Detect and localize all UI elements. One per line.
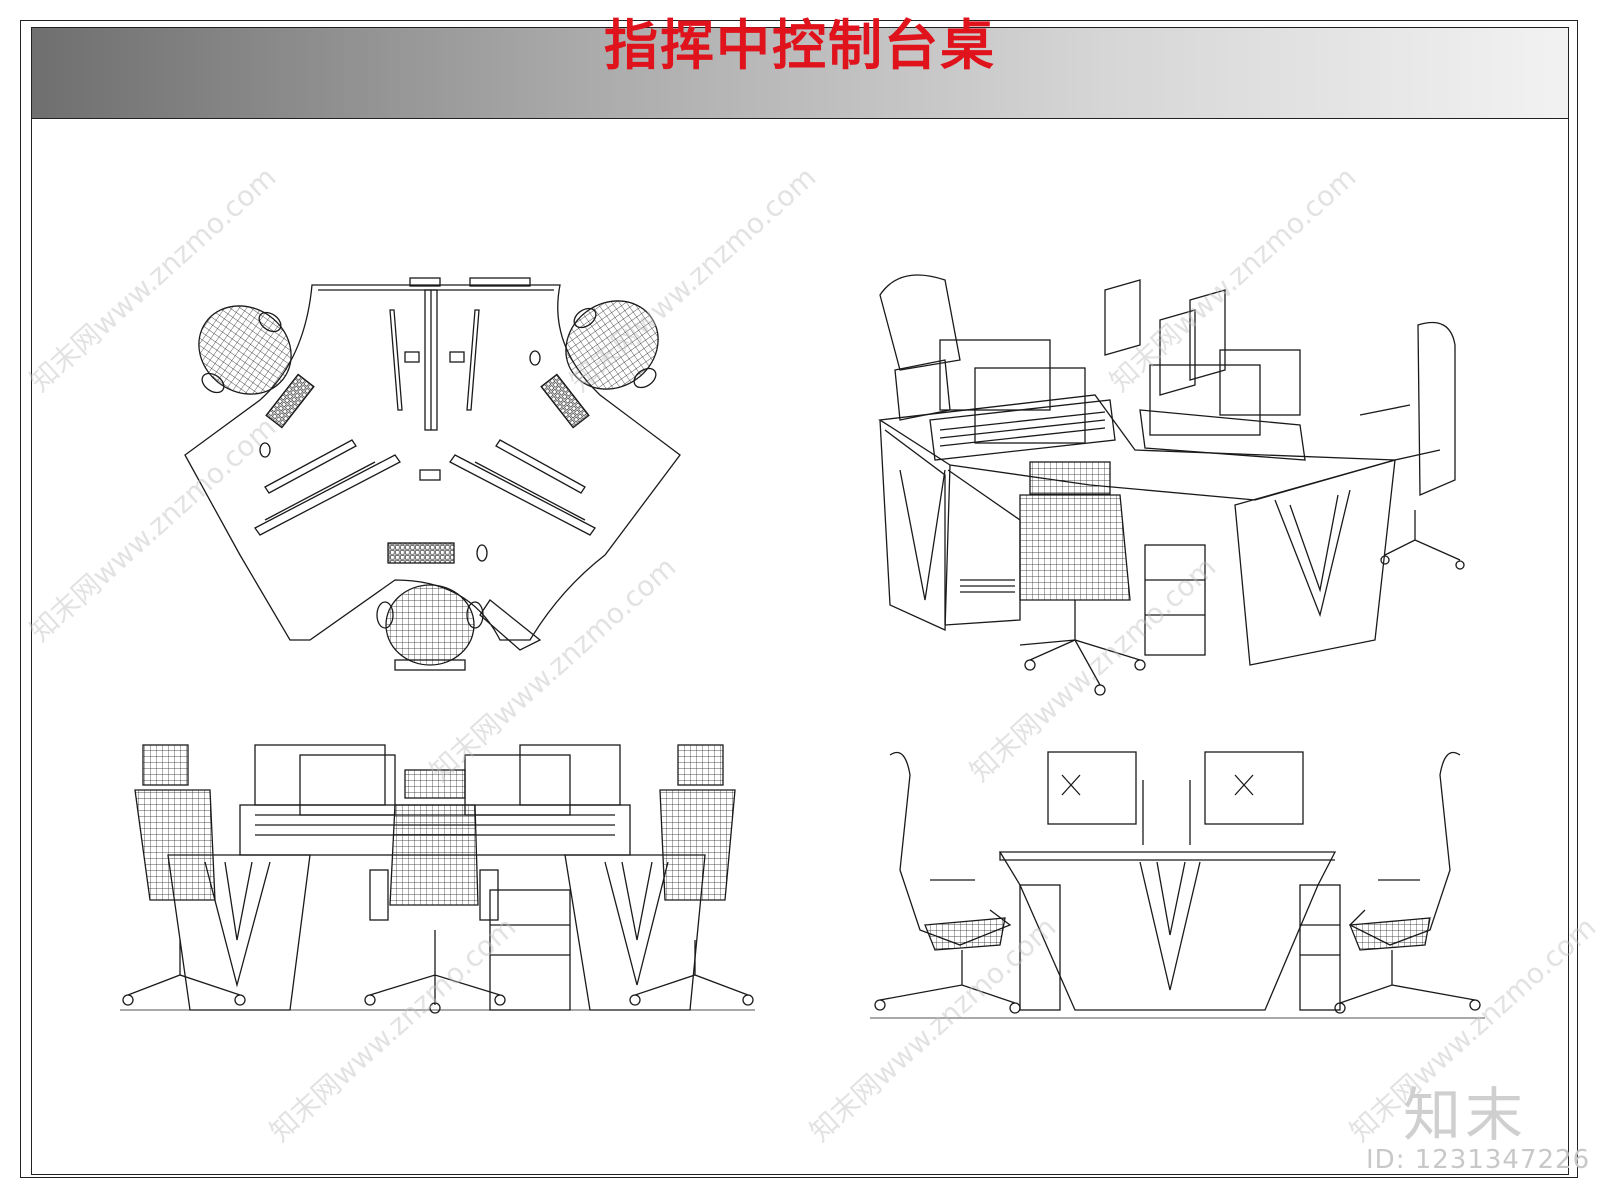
persp-desk-top: [878, 394, 1396, 501]
front-chair-left: [122, 744, 246, 1006]
brand-logo: 知末: [1403, 1081, 1528, 1149]
inner-border: [31, 27, 1569, 1175]
page-title: 指挥中控制台桌: [604, 14, 996, 77]
side-chair-left: [874, 751, 1021, 1014]
front-chair-right: [629, 744, 754, 1006]
front-chair-center: [364, 769, 506, 1014]
persp-chair-right: [1359, 321, 1465, 570]
plan-chair-left: [198, 305, 292, 395]
plan-chair-bottom: [376, 584, 484, 671]
persp-chair-left: [879, 274, 961, 421]
plan-chair-right: [565, 300, 659, 390]
persp-chair-front: [1019, 461, 1146, 696]
asset-id: ID: 1231347226: [1366, 1145, 1591, 1175]
title-band: [32, 28, 1568, 119]
plan-view: [184, 277, 681, 671]
front-elevation: [120, 744, 755, 1014]
perspective-view: [878, 274, 1465, 696]
side-elevation: [870, 751, 1485, 1019]
side-chair-right: [1334, 751, 1481, 1014]
outer-border: [20, 20, 1578, 1178]
